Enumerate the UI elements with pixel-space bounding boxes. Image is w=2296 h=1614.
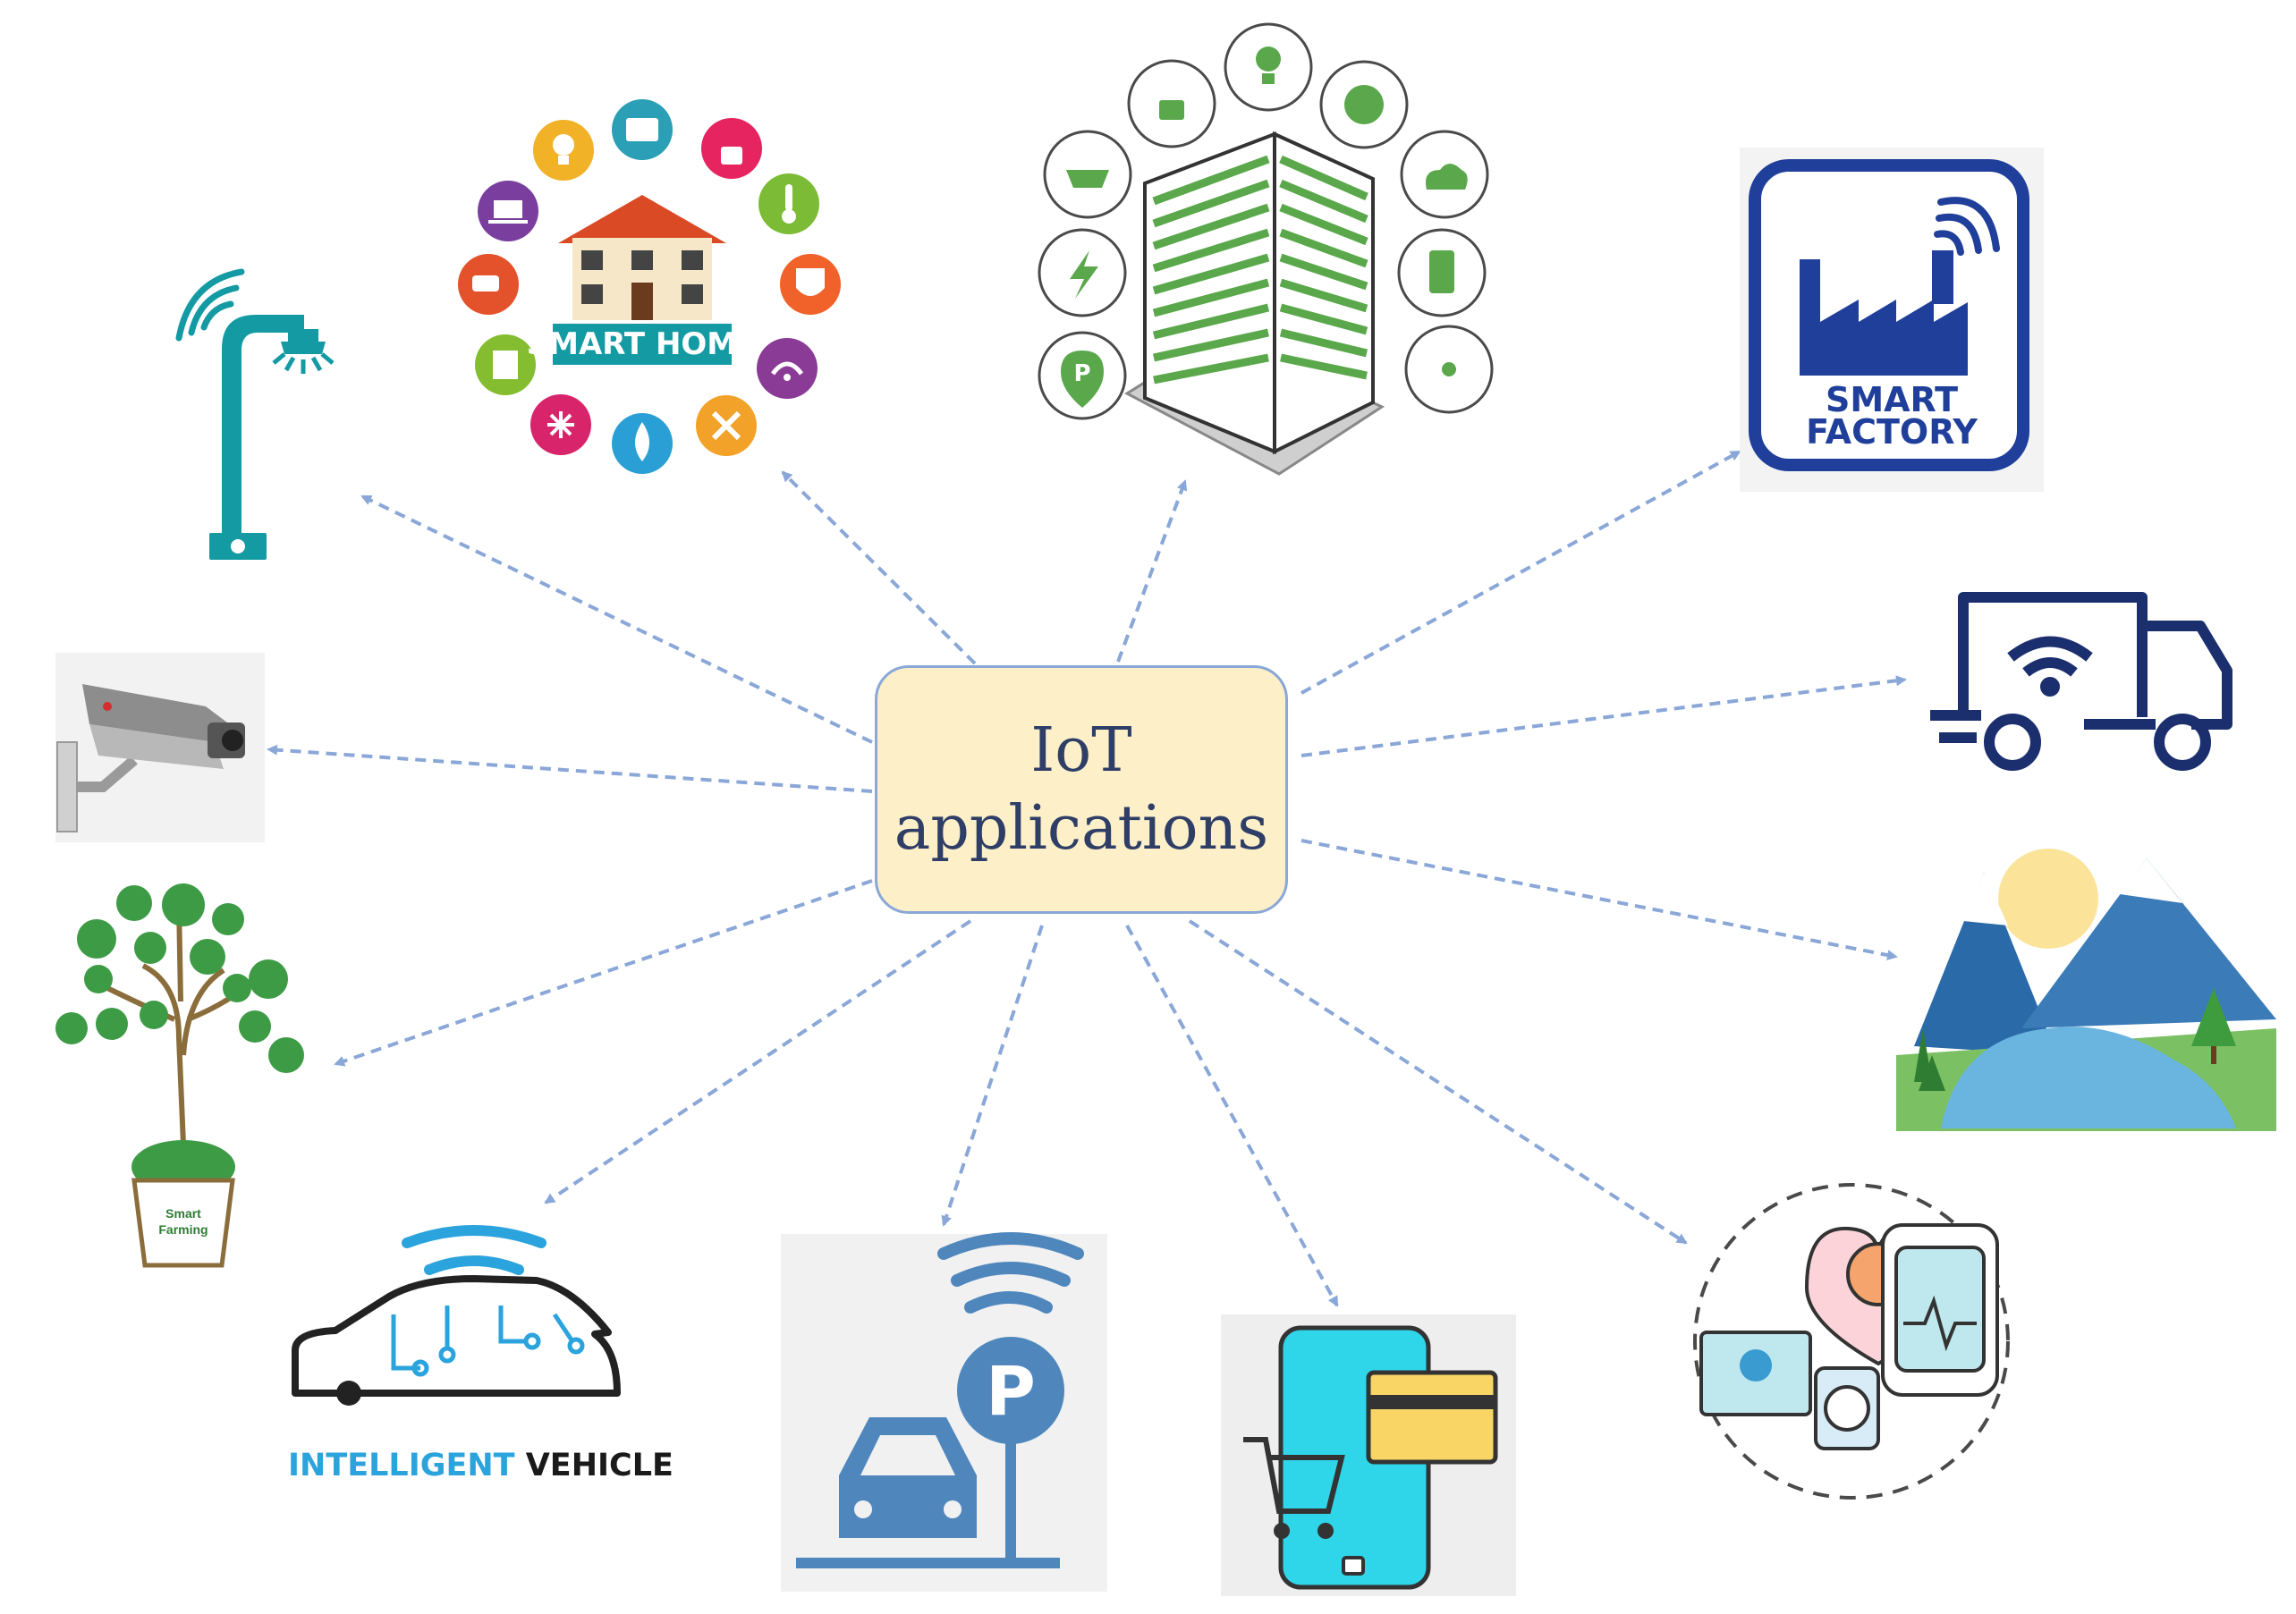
center-title-line1: IoT bbox=[1030, 714, 1132, 786]
smart-streetlight-icon bbox=[175, 268, 335, 560]
arrow-to-shopping bbox=[1125, 925, 1339, 1307]
smart-farming-icon: Smart Farming bbox=[55, 883, 304, 1268]
arrow-to-farming bbox=[334, 879, 873, 1067]
intelligent-vehicle-icon: INTELLIGENT VEHICLE bbox=[288, 1225, 674, 1483]
svg-text:P: P bbox=[1073, 360, 1090, 387]
environment-landscape-icon bbox=[1896, 849, 2276, 1131]
farming-label-line2: Farming bbox=[158, 1222, 208, 1237]
arrow-to-streetlight bbox=[360, 494, 873, 744]
smart-home-icon: SMART HOME bbox=[458, 99, 841, 474]
arrow-to-smart-home bbox=[781, 470, 977, 665]
arrow-to-factory bbox=[1301, 450, 1741, 695]
smart-home-label: SMART HOME bbox=[527, 326, 758, 362]
smart-factory-label-line2: FACTORY bbox=[1806, 412, 1978, 452]
security-camera-icon bbox=[55, 653, 265, 842]
arrow-to-truck bbox=[1301, 675, 1907, 757]
connected-truck-icon bbox=[1930, 592, 2232, 771]
vehicle-label-part2: VEHICLE bbox=[515, 1448, 674, 1483]
arrow-to-environment bbox=[1301, 839, 1898, 960]
smart-parking-icon: P bbox=[781, 1232, 1107, 1592]
smart-factory-icon: SMART FACTORY bbox=[1740, 148, 2044, 492]
arrow-to-building bbox=[1116, 479, 1188, 663]
smart-healthcare-icon bbox=[1693, 1183, 2010, 1500]
svg-text:INTELLIGENT VEHICLE: INTELLIGENT VEHICLE bbox=[288, 1448, 674, 1483]
mobile-shopping-icon bbox=[1221, 1314, 1516, 1596]
arrow-to-camera bbox=[267, 744, 873, 793]
smart-building-icon: P bbox=[1038, 22, 1494, 476]
center-node: IoT applications bbox=[875, 665, 1288, 914]
center-title-line2: applications bbox=[894, 793, 1269, 864]
arrow-to-vehicle bbox=[544, 919, 972, 1204]
arrow-to-healthcare bbox=[1188, 919, 1688, 1245]
arrow-to-parking bbox=[941, 925, 1044, 1227]
smart-factory-label-line1: SMART bbox=[1826, 380, 1958, 419]
farming-label-line1: Smart bbox=[165, 1206, 201, 1221]
svg-text:P: P bbox=[986, 1351, 1036, 1431]
vehicle-label-part1: INTELLIGENT bbox=[288, 1448, 515, 1483]
connector-arrows bbox=[267, 450, 1907, 1307]
